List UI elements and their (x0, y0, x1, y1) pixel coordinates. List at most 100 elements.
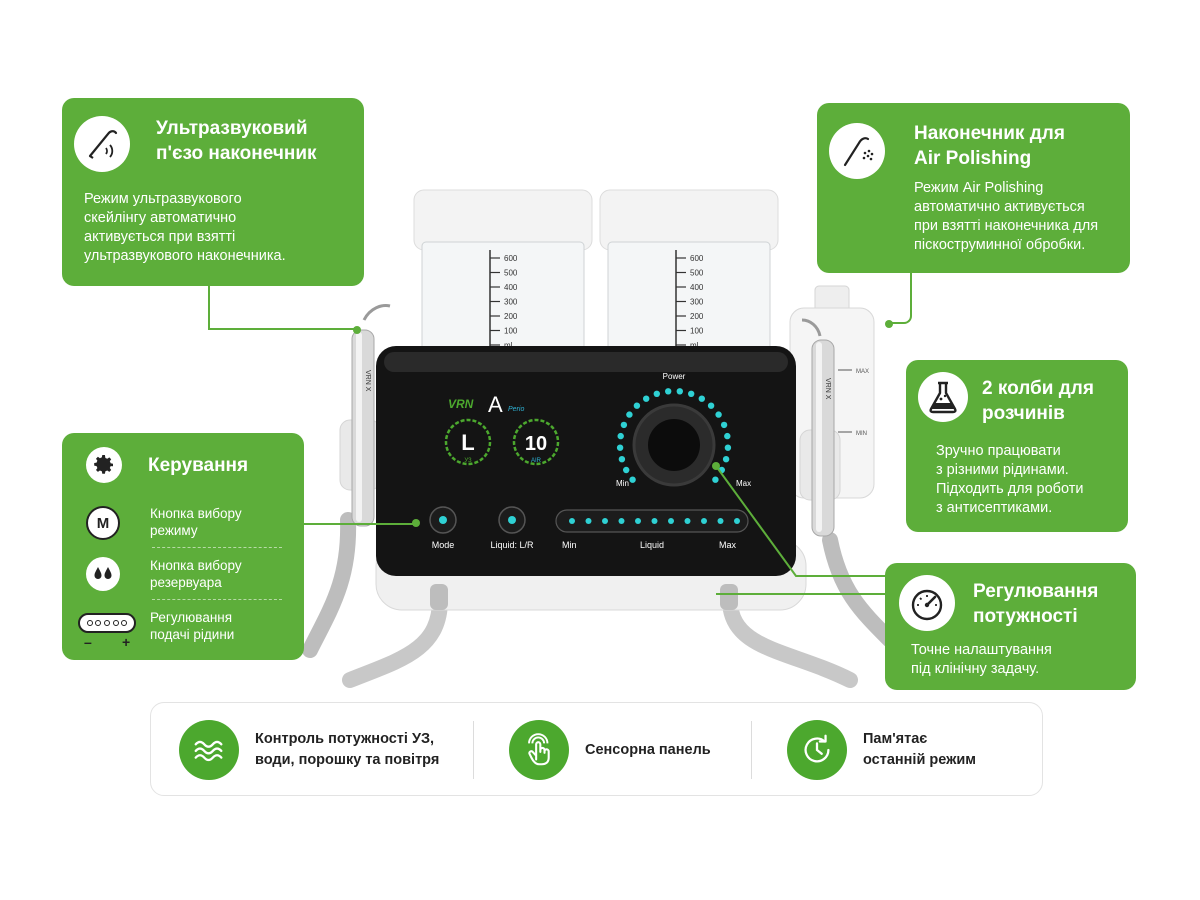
divider (473, 721, 474, 779)
connector-ultrasonic (208, 286, 356, 330)
flasks-text-line: з різними рідинами. (936, 462, 1069, 478)
tank-tick-label: 500 (690, 269, 704, 278)
tank-tick-label: ml (690, 341, 699, 350)
handpiece-label-right: VRN X (824, 378, 831, 400)
power-led (712, 476, 719, 483)
bottle-max-label: MAX (856, 369, 869, 375)
air-polisher-icon (829, 123, 885, 179)
separator (152, 599, 282, 600)
liquid-led (717, 518, 724, 524)
control-item-mode: Кнопка вибору режиму (150, 505, 242, 539)
power-led (618, 456, 626, 463)
model-sub: Perio (508, 406, 524, 413)
liquid-label: Liquid (640, 540, 664, 550)
tank-tick-label: 200 (504, 312, 518, 321)
power-text: Точне налаштування під клінічну задачу. (911, 641, 1052, 679)
ultrasonic-text-line: активується при взятті (84, 229, 236, 245)
model-letter: A (488, 392, 503, 417)
card-ultrasonic: Ультразвуковий п'єзо наконечник Режим ул… (62, 98, 364, 286)
power-led (616, 444, 624, 451)
feature-memory-text: Пам'ятає останній режим (863, 729, 976, 771)
liquid-min: Min (562, 540, 577, 550)
liquid-led (635, 518, 641, 524)
power-led (724, 444, 732, 451)
power-min: Min (616, 479, 629, 488)
power-led (626, 411, 633, 418)
power-led (676, 388, 683, 395)
gear-icon (86, 447, 122, 483)
power-max: Max (736, 479, 751, 488)
power-led (722, 456, 730, 463)
separator (152, 547, 282, 548)
air-handpiece: VRN X (801, 318, 835, 537)
mode-dial: L УЗ (444, 418, 492, 466)
air-text-line: піскоструминної обробки. (914, 237, 1086, 253)
liquid-max: Max (719, 540, 737, 550)
flasks-text: Зручно працювати з різними рідинами. Під… (936, 442, 1083, 518)
mode-button[interactable] (429, 506, 457, 534)
plus-sign: + (122, 634, 131, 650)
liquid-led (734, 518, 740, 524)
air-sub: AIR (531, 458, 542, 464)
flasks-title-line: 2 колби для (982, 378, 1094, 399)
mode-sub: УЗ (464, 458, 472, 464)
tank-tick-label: 200 (690, 312, 704, 321)
feature-power-text: Контроль потужності УЗ, води, порошку та… (255, 729, 439, 771)
tank-tick-label: 400 (504, 283, 518, 292)
wave-icon (179, 720, 239, 780)
control-item-reservoir: Кнопка вибору резервуара (150, 557, 242, 591)
power-led (707, 402, 715, 409)
control-item-line: Кнопка вибору (150, 506, 242, 521)
air-text-line: автоматично активується (914, 199, 1085, 215)
control-item-liquid: Регулювання подачі рідини (150, 609, 234, 643)
air-text: Режим Air Polishing автоматично активуєт… (914, 179, 1098, 255)
air-value: 10 (525, 433, 547, 455)
bottle-min-label: MIN (856, 431, 867, 437)
power-title-line: потужності (973, 606, 1078, 627)
air-text-line: при взятті наконечника для (914, 218, 1099, 234)
tank-tick-label: 600 (504, 254, 518, 263)
power-led (629, 476, 636, 483)
tank-tick-label: 100 (690, 327, 704, 336)
liquid-button-label: Liquid: L/R (490, 540, 534, 550)
touch-icon (509, 720, 569, 780)
feature-line: води, порошку та повітря (255, 752, 440, 768)
ultrasonic-scaler-icon (74, 116, 130, 172)
control-item-line: резервуара (150, 575, 222, 590)
card-power: Регулювання потужності Точне налаштуванн… (885, 563, 1136, 690)
ultrasonic-text-line: ультразвукового наконечника. (84, 248, 286, 264)
card-control: Керування M Кнопка вибору режиму Кнопка … (62, 433, 304, 660)
connector-power (716, 465, 886, 595)
liquid-select-button[interactable] (498, 506, 526, 534)
m-letter-icon: M (86, 506, 120, 540)
ultrasonic-text-line: скейлінгу автоматично (84, 210, 237, 226)
ultrasonic-title-line: Ультразвуковий (156, 118, 308, 139)
flask-icon (918, 372, 968, 422)
right-tank (599, 189, 779, 363)
mode-button-label: Mode (432, 540, 455, 550)
connector-dot (885, 320, 893, 328)
power-led (653, 390, 660, 397)
card-air-polishing: Наконечник для Air Polishing Режим Air P… (817, 103, 1130, 273)
flasks-text-line: Підходить для роботи (936, 481, 1084, 497)
ultrasonic-text: Режим ультразвукового скейлінгу автомати… (84, 190, 286, 266)
clock-refresh-icon (787, 720, 847, 780)
power-led (620, 421, 628, 429)
air-text-line: Режим Air Polishing (914, 180, 1044, 196)
power-led (715, 411, 722, 418)
liquid-led (585, 518, 592, 524)
liquid-led (651, 518, 658, 524)
flasks-text-line: з антисептиками. (936, 500, 1053, 516)
handpiece-label-left: VRN X (364, 370, 371, 392)
liquid-led (684, 518, 691, 524)
power-text-line: Точне налаштування (911, 642, 1052, 658)
brand-logo: VRN (448, 397, 474, 411)
tank-tick-label: 300 (690, 298, 704, 307)
flasks-title-line: розчинів (982, 403, 1065, 424)
control-item-line: Регулювання (150, 610, 233, 625)
feature-line: останній режим (863, 752, 977, 768)
connector-control (304, 523, 416, 525)
tank-tick-label: 300 (504, 298, 518, 307)
liquid-pill-icon (78, 613, 136, 633)
